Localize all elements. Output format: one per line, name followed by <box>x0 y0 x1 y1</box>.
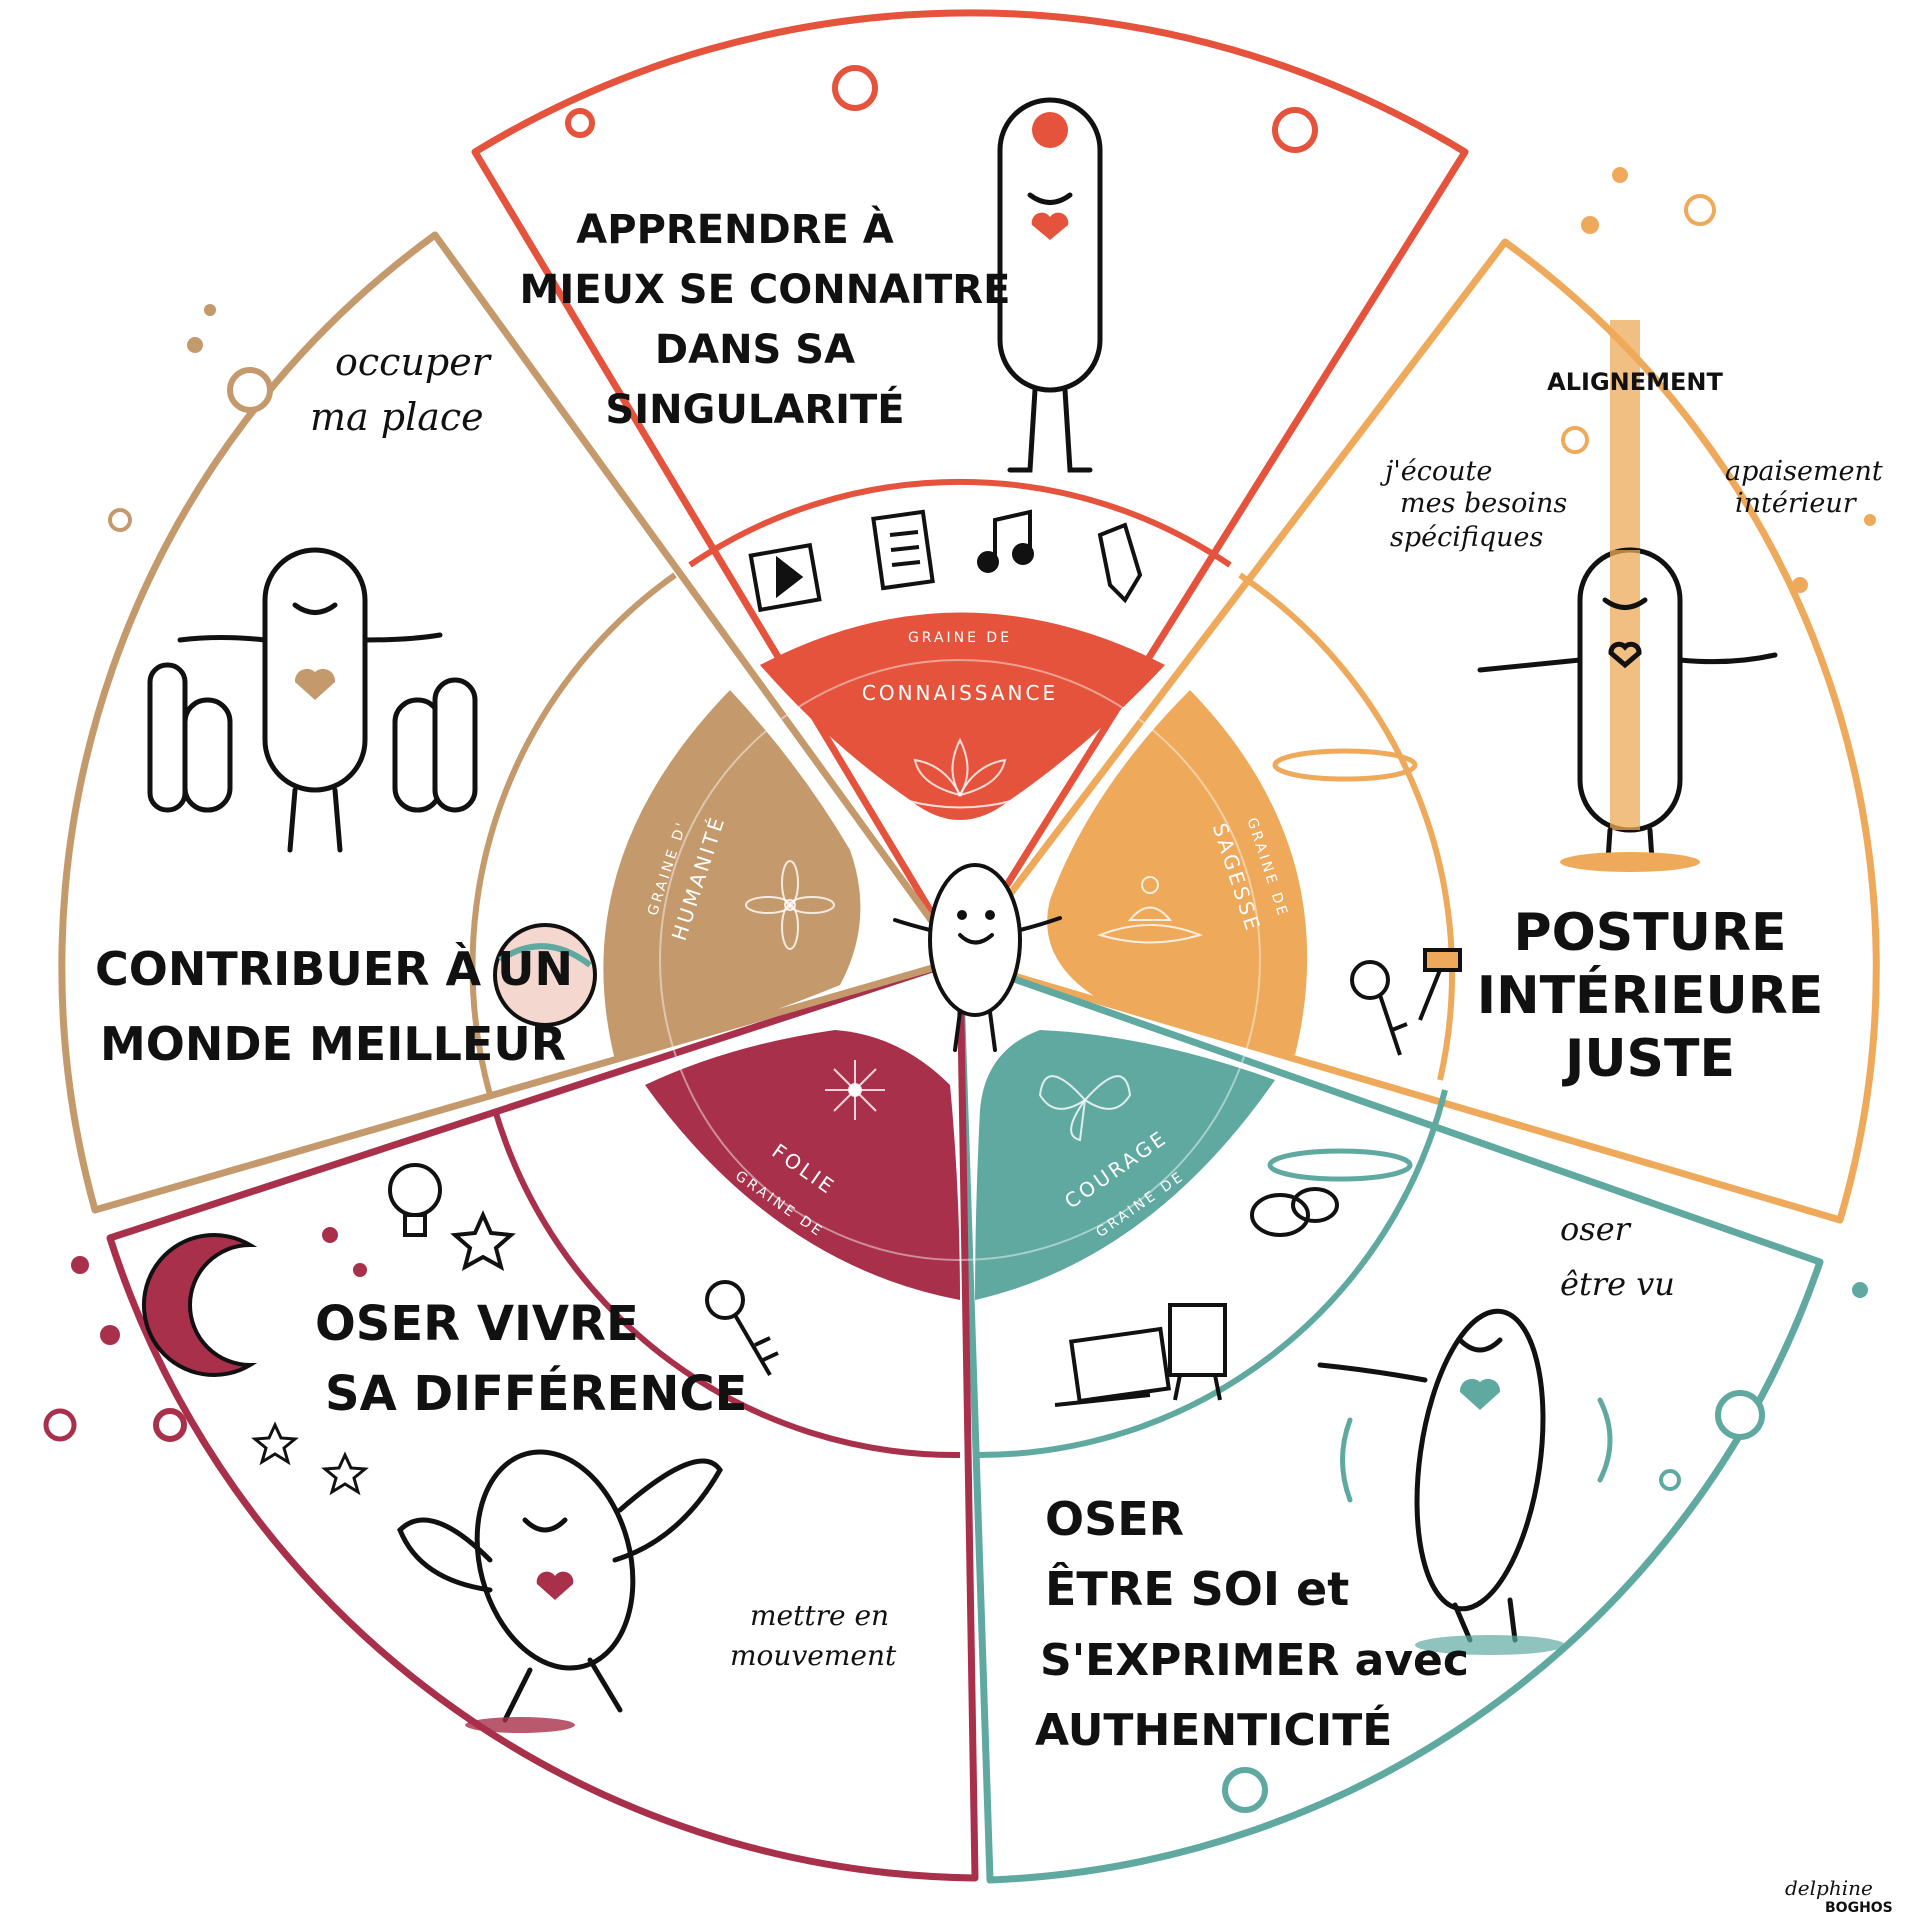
title-connaissance: APPRENDRE À MIEUX SE CONNAITRE DANS SA S… <box>520 205 1011 433</box>
title-humanite-line1: CONTRIBUER À UN <box>95 942 573 996</box>
lightbulb-icon <box>390 1165 440 1235</box>
humanite-character <box>150 550 475 850</box>
courage-note-line1: oser <box>1560 1210 1632 1248</box>
folie-note-line2: mouvement <box>730 1639 897 1672</box>
courage-note-line2: être vu <box>1560 1265 1675 1303</box>
humanite-note-line1: occuper <box>335 340 493 384</box>
title-connaissance-line1: APPRENDRE À <box>576 205 893 253</box>
video-play-icon <box>751 545 820 610</box>
sagesse-note-left-line3: spécifiques <box>1390 522 1543 553</box>
folie-note-line1: mettre en <box>750 1599 889 1632</box>
title-courage-line1: OSER <box>1045 1492 1184 1546</box>
star-icon <box>325 1455 365 1492</box>
title-folie-line1: OSER VIVRE <box>315 1296 639 1352</box>
seed-connaissance-label: CONNAISSANCE <box>862 681 1058 705</box>
key-icon <box>707 1282 778 1375</box>
title-sagesse-line2: INTÉRIEURE <box>1477 965 1824 1026</box>
seed-connaissance-small: GRAINE DE <box>908 630 1012 646</box>
signature-line1: delphine <box>1785 1876 1873 1900</box>
title-humanite-line2: MONDE MEILLEUR <box>100 1017 566 1071</box>
document-icon <box>873 512 932 588</box>
whiteboard-icon <box>1170 1305 1225 1400</box>
title-courage-line4: AUTHENTICITÉ <box>1035 1703 1392 1756</box>
signature-line2: BOGHOS <box>1825 1900 1893 1916</box>
connaissance-character <box>1000 100 1100 470</box>
courage-character <box>1320 1303 1610 1655</box>
speech-bubble-icon <box>1252 1189 1337 1235</box>
key-icon <box>1352 962 1407 1055</box>
sagesse-alignement-label: ALIGNEMENT <box>1547 368 1723 396</box>
title-connaissance-line3: DANS SA <box>655 327 855 373</box>
title-connaissance-line2: MIEUX SE CONNAITRE <box>520 267 1011 313</box>
sagesse-character <box>1480 320 1775 872</box>
title-courage: OSER ÊTRE SOI et S'EXPRIMER avec AUTHENT… <box>1035 1210 1675 1756</box>
folie-character <box>400 1434 720 1733</box>
laptop-icon <box>1055 1329 1169 1405</box>
moon-icon <box>144 1235 250 1375</box>
sagesse-note-right-line1: apaisement <box>1725 456 1883 487</box>
marker-pen-icon <box>1100 525 1140 600</box>
music-note-icon <box>979 512 1032 571</box>
star-icon <box>455 1215 511 1267</box>
title-sagesse-line3: JUSTE <box>1562 1029 1735 1089</box>
sparkle-burst-icon <box>825 1060 885 1120</box>
title-courage-line3: S'EXPRIMER avec <box>1040 1635 1469 1686</box>
signature: delphine BOGHOS <box>1785 1876 1893 1916</box>
sagesse-note-left-line1: j'écoute <box>1380 456 1492 487</box>
humanite-note-line2: ma place <box>310 395 484 439</box>
connaissance-icons <box>751 512 1140 610</box>
title-sagesse-line1: POSTURE <box>1513 903 1786 963</box>
title-connaissance-line4: SINGULARITÉ <box>605 385 904 433</box>
star-icon <box>255 1425 295 1462</box>
sagesse-note-right-line2: intérieur <box>1735 488 1858 519</box>
title-courage-line2: ÊTRE SOI et <box>1045 1562 1349 1616</box>
title-folie-line2: SA DIFFÉRENCE <box>325 1365 747 1422</box>
sagesse-note-left-line2: mes besoins <box>1400 488 1567 519</box>
